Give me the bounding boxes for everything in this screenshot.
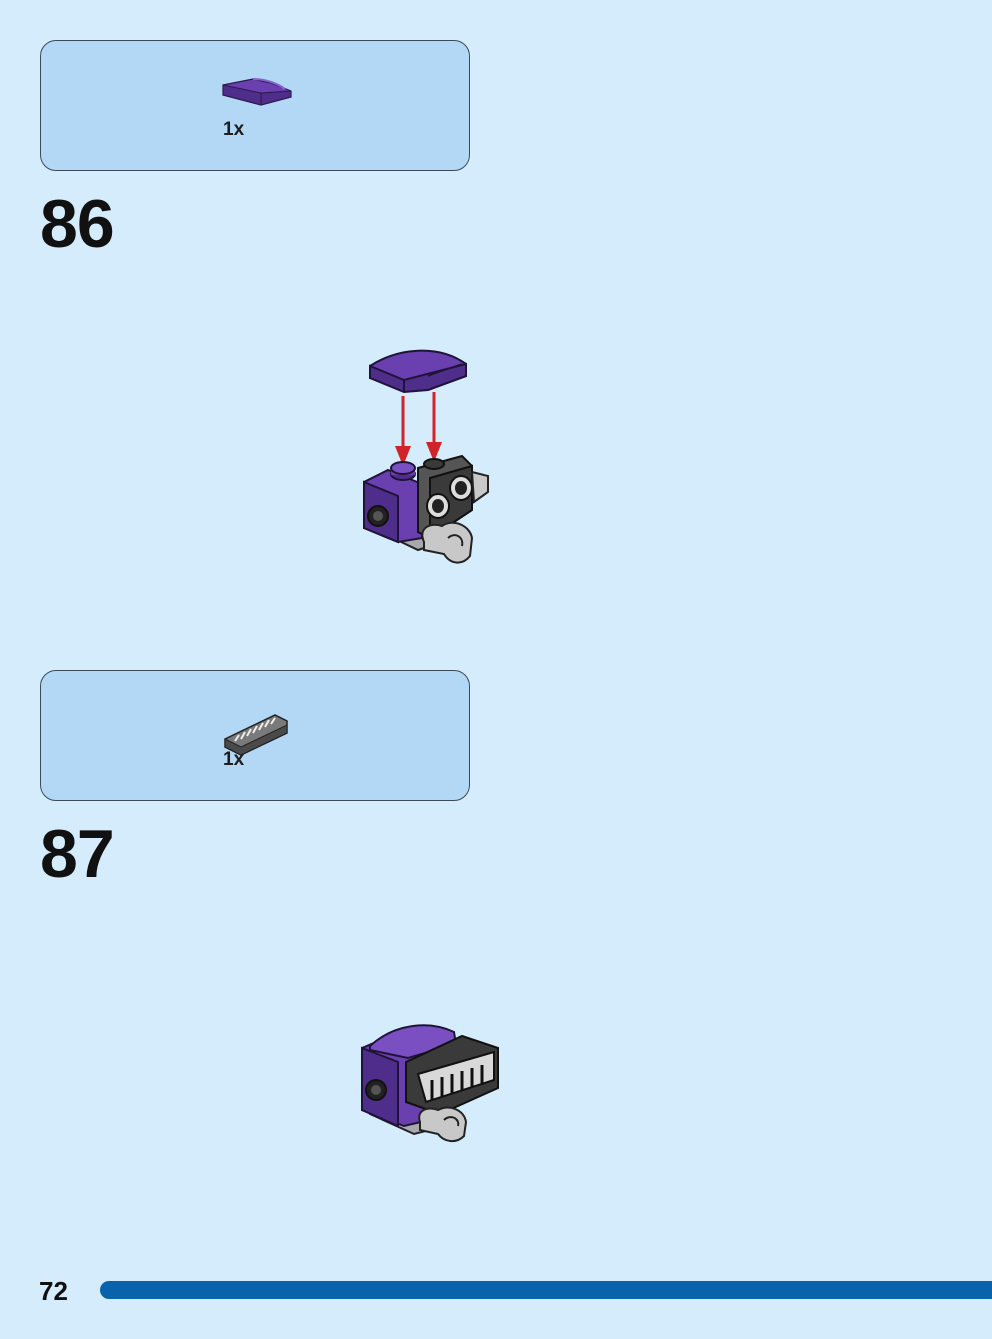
gray-grille-slope-icon: [224, 714, 288, 756]
purple-curved-slope-piece: [369, 349, 467, 394]
part-quantity: 1x: [223, 749, 245, 770]
head-assembly: [363, 454, 489, 564]
build-step-86-illustration: [363, 349, 489, 564]
page-accent-bar: [100, 1281, 992, 1299]
purple-curved-slope-icon: [222, 78, 292, 106]
page-number: 72: [39, 1276, 68, 1306]
parts-list-box-step-87: 1x: [40, 670, 470, 801]
step-number: 87: [40, 816, 115, 892]
placement-arrows: [395, 392, 442, 466]
build-step-87-illustration: [361, 1024, 499, 1142]
parts-list-box-step-86: 1x: [40, 40, 470, 171]
head-assembly-completed: [361, 1024, 499, 1142]
part-quantity: 1x: [223, 119, 245, 140]
step-number: 86: [40, 186, 115, 262]
